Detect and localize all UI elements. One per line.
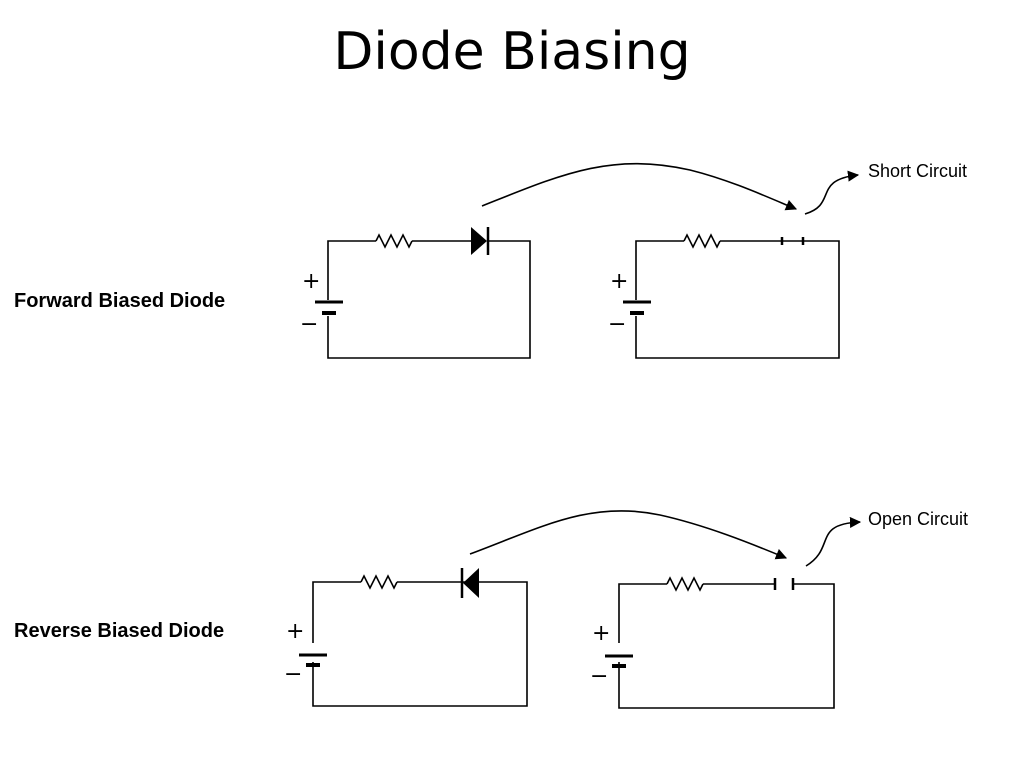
plus-sign: + [592,621,610,646]
resistor-icon [375,233,413,249]
resistor-icon [360,574,398,590]
slide-title: Diode Biasing [333,22,691,82]
diode-reverse-icon [460,568,479,598]
reverse-diode-circuit: + − [284,568,528,707]
open-circuit-label: Open Circuit [868,509,969,529]
minus-sign: − [590,664,608,689]
resistor-icon [683,233,721,249]
minus-sign: − [284,662,302,687]
minus-sign: − [608,312,626,337]
resistor-icon [666,576,704,592]
battery-icon [605,654,633,668]
closed-switch-icon [780,237,805,245]
circuit-loop-wire [618,583,835,709]
transform-arrow-icon [469,510,788,560]
circuit-loop-wire [635,240,840,359]
forward-biased-label: Forward Biased Diode [14,290,226,312]
minus-sign: − [300,312,318,337]
short-circuit-equivalent: + − [608,233,840,359]
open-circuit-equivalent: + − [590,576,835,709]
diode-forward-icon [471,227,490,255]
battery-icon [315,300,343,315]
callout-arrow-icon [804,170,860,215]
reverse-biased-label: Reverse Biased Diode [14,620,225,642]
transform-arrow-icon [481,162,798,211]
open-switch-icon [773,578,795,590]
plus-sign: + [302,269,320,294]
battery-icon [299,653,327,667]
short-circuit-label: Short Circuit [868,161,968,181]
circuit-loop-wire [312,581,528,707]
plus-sign: + [286,619,304,644]
battery-icon [623,300,651,315]
plus-sign: + [610,269,628,294]
callout-arrow-icon [805,516,862,567]
forward-diode-circuit: + − [300,227,531,359]
circuit-loop-wire [327,240,531,359]
